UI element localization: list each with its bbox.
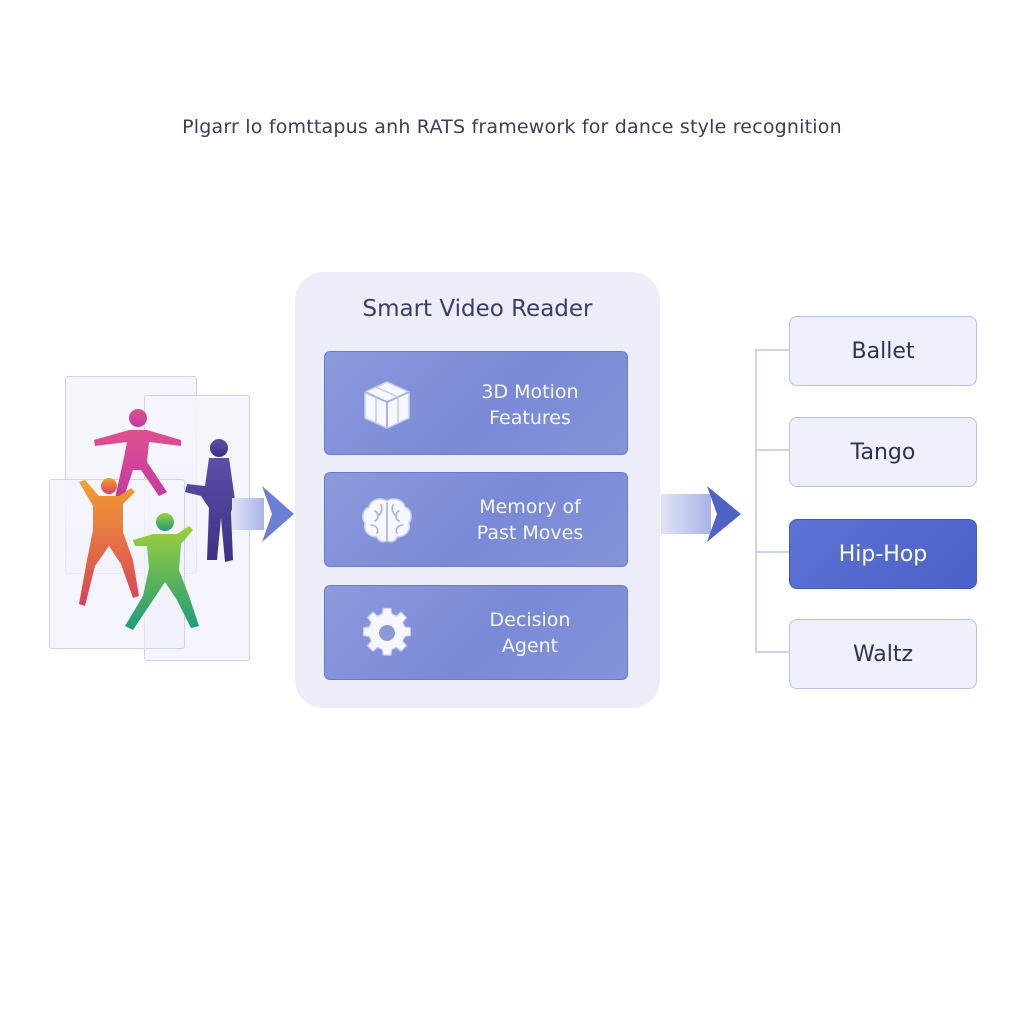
input-arrow bbox=[232, 486, 294, 542]
dancer-figures-icon bbox=[79, 409, 235, 630]
output-arrow bbox=[661, 486, 741, 542]
class-waltz: Waltz bbox=[789, 619, 977, 689]
figure-caption: Plgarr lo fomttapus anh RATS framework f… bbox=[182, 116, 842, 138]
module-3d-motion-features: 3D Motion Features bbox=[324, 351, 628, 455]
module-memory-of-past-moves: Memory of Past Moves bbox=[324, 472, 628, 567]
class-ballet: Ballet bbox=[789, 316, 977, 386]
smart-video-reader-panel: Smart Video Reader 3D Motion Features Me… bbox=[295, 272, 660, 708]
brain-icon bbox=[362, 498, 412, 543]
cube-icon bbox=[364, 381, 410, 429]
gear-icon bbox=[363, 607, 411, 656]
module-decision-agent: Decision Agent bbox=[324, 585, 628, 680]
class-hip-hop-highlighted: Hip-Hop bbox=[789, 519, 977, 589]
module-label-line1: 3D Motion bbox=[481, 381, 579, 403]
module-label-line2: Agent bbox=[501, 635, 559, 657]
panel-title: Smart Video Reader bbox=[362, 296, 593, 322]
module-label-line1: Decision bbox=[489, 609, 571, 631]
module-label-line1: Memory of bbox=[479, 496, 581, 518]
class-connector-lines bbox=[755, 349, 790, 653]
module-label-line2: Past Moves bbox=[476, 522, 584, 544]
class-tango: Tango bbox=[789, 417, 977, 487]
module-label-line2: Features bbox=[489, 407, 571, 429]
